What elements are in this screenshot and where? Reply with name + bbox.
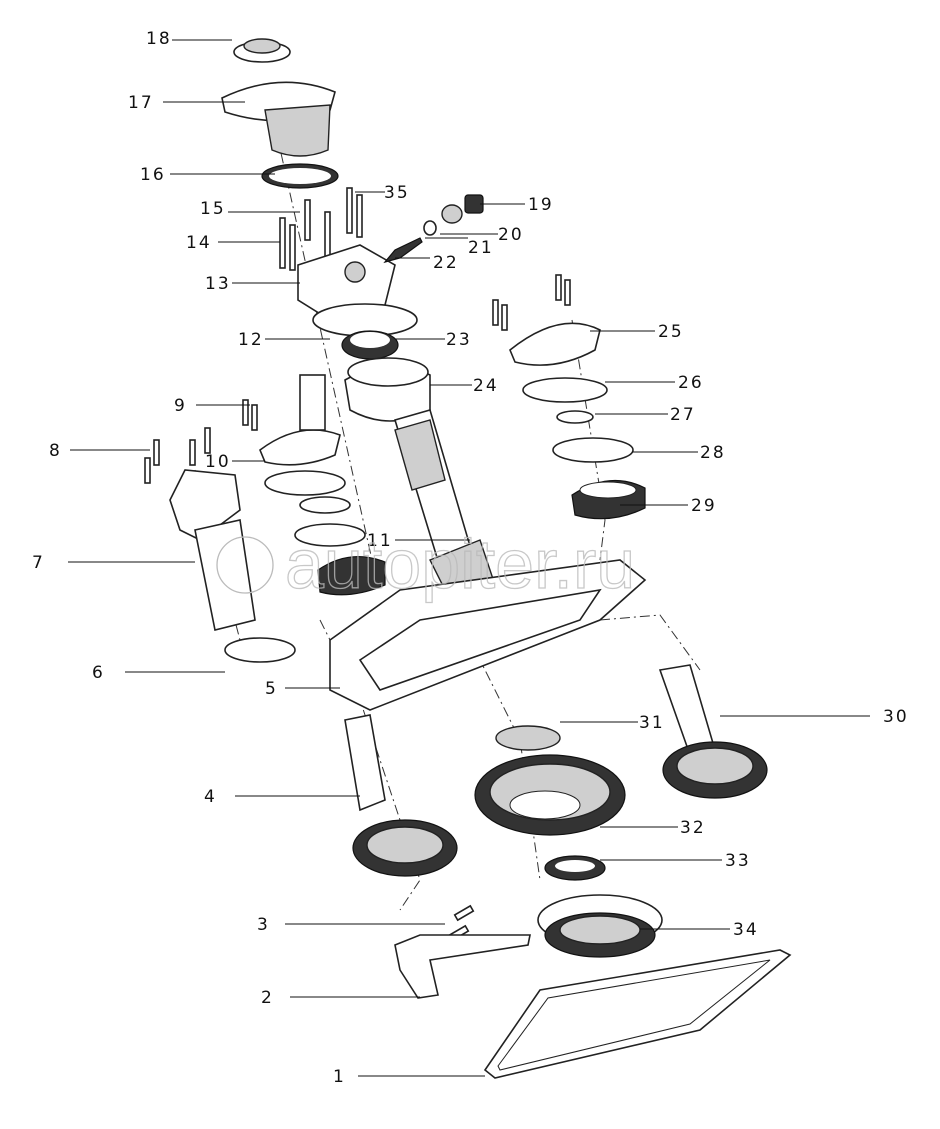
callout-11: 11 (367, 531, 393, 551)
callout-labels: 1234567891011121314151617181920212223242… (32, 29, 909, 1087)
callout-18: 18 (146, 29, 172, 49)
callout-8: 8 (49, 441, 62, 461)
callout-23: 23 (446, 330, 472, 350)
callout-12: 12 (238, 330, 264, 350)
callout-29: 29 (691, 496, 717, 516)
callout-34: 34 (733, 920, 759, 940)
callout-6: 6 (92, 663, 105, 683)
callout-32: 32 (680, 818, 706, 838)
callout-2: 2 (261, 988, 274, 1008)
callout-19: 19 (528, 195, 554, 215)
callout-35: 35 (384, 183, 410, 203)
callout-28: 28 (700, 443, 726, 463)
callout-27: 27 (670, 405, 696, 425)
callout-1: 1 (333, 1067, 346, 1087)
callout-31: 31 (639, 713, 665, 733)
callout-22: 22 (433, 253, 459, 273)
callout-13: 13 (205, 274, 231, 294)
callout-17: 17 (128, 93, 154, 113)
callout-10: 10 (205, 452, 231, 472)
callout-4: 4 (204, 787, 217, 807)
callout-24: 24 (473, 376, 499, 396)
callout-3: 3 (257, 915, 270, 935)
callout-21: 21 (468, 238, 494, 258)
callout-33: 33 (725, 851, 751, 871)
parts (144, 38, 792, 1079)
callout-9: 9 (174, 396, 187, 416)
callout-14: 14 (186, 233, 212, 253)
callout-25: 25 (658, 322, 684, 342)
callout-26: 26 (678, 373, 704, 393)
callout-7: 7 (32, 553, 45, 573)
leader-lines (68, 39, 870, 1077)
callout-30: 30 (883, 707, 909, 727)
watermark: autopiter.ru (216, 524, 636, 604)
watermark-text: autopiter.ru (285, 525, 635, 603)
callout-5: 5 (265, 679, 278, 699)
autopiter-logo-icon (216, 536, 274, 594)
callout-15: 15 (200, 199, 226, 219)
callout-16: 16 (140, 165, 166, 185)
callout-20: 20 (498, 225, 524, 245)
